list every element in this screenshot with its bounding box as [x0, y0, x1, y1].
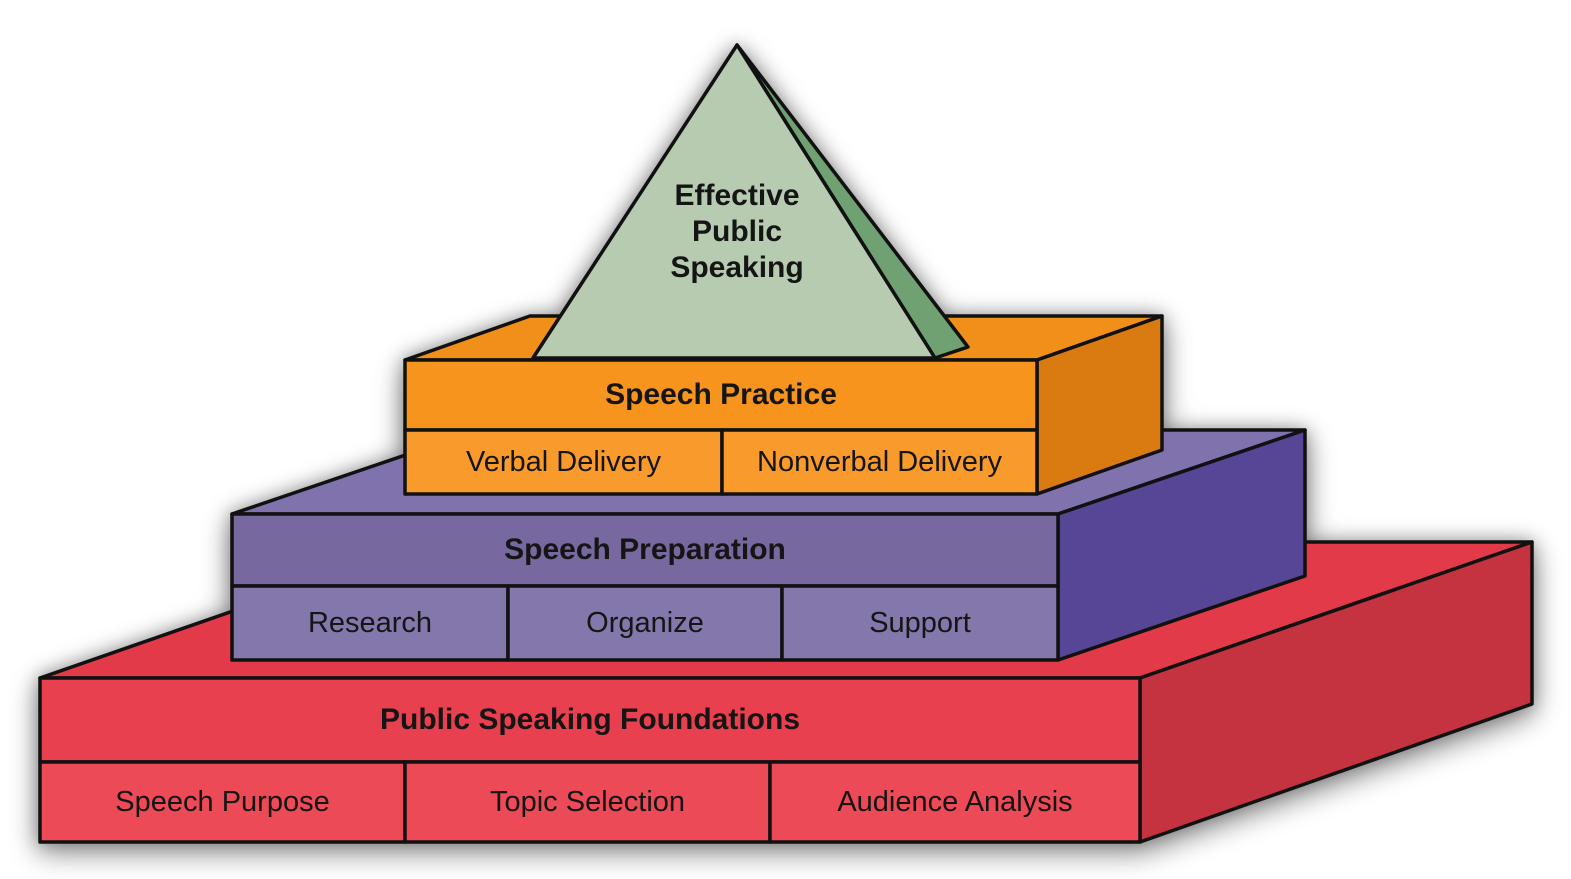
- preparation-cell-organize: [506, 584, 784, 662]
- practice-title-band: [403, 358, 1039, 432]
- practice-cell-verbal-delivery: [403, 428, 724, 496]
- foundations-cell-topic-selection: [403, 760, 772, 844]
- practice-cell-nonverbal-delivery: [720, 428, 1039, 496]
- preparation-cell-research: [230, 584, 510, 662]
- foundations-title-band: [38, 676, 1142, 764]
- pyramid-front-face: [531, 43, 937, 360]
- foundations-cell-speech-purpose: [38, 760, 407, 844]
- preparation-title-band: [230, 512, 1060, 588]
- foundations-cell-audience-analysis: [768, 760, 1142, 844]
- preparation-cell-support: [780, 584, 1060, 662]
